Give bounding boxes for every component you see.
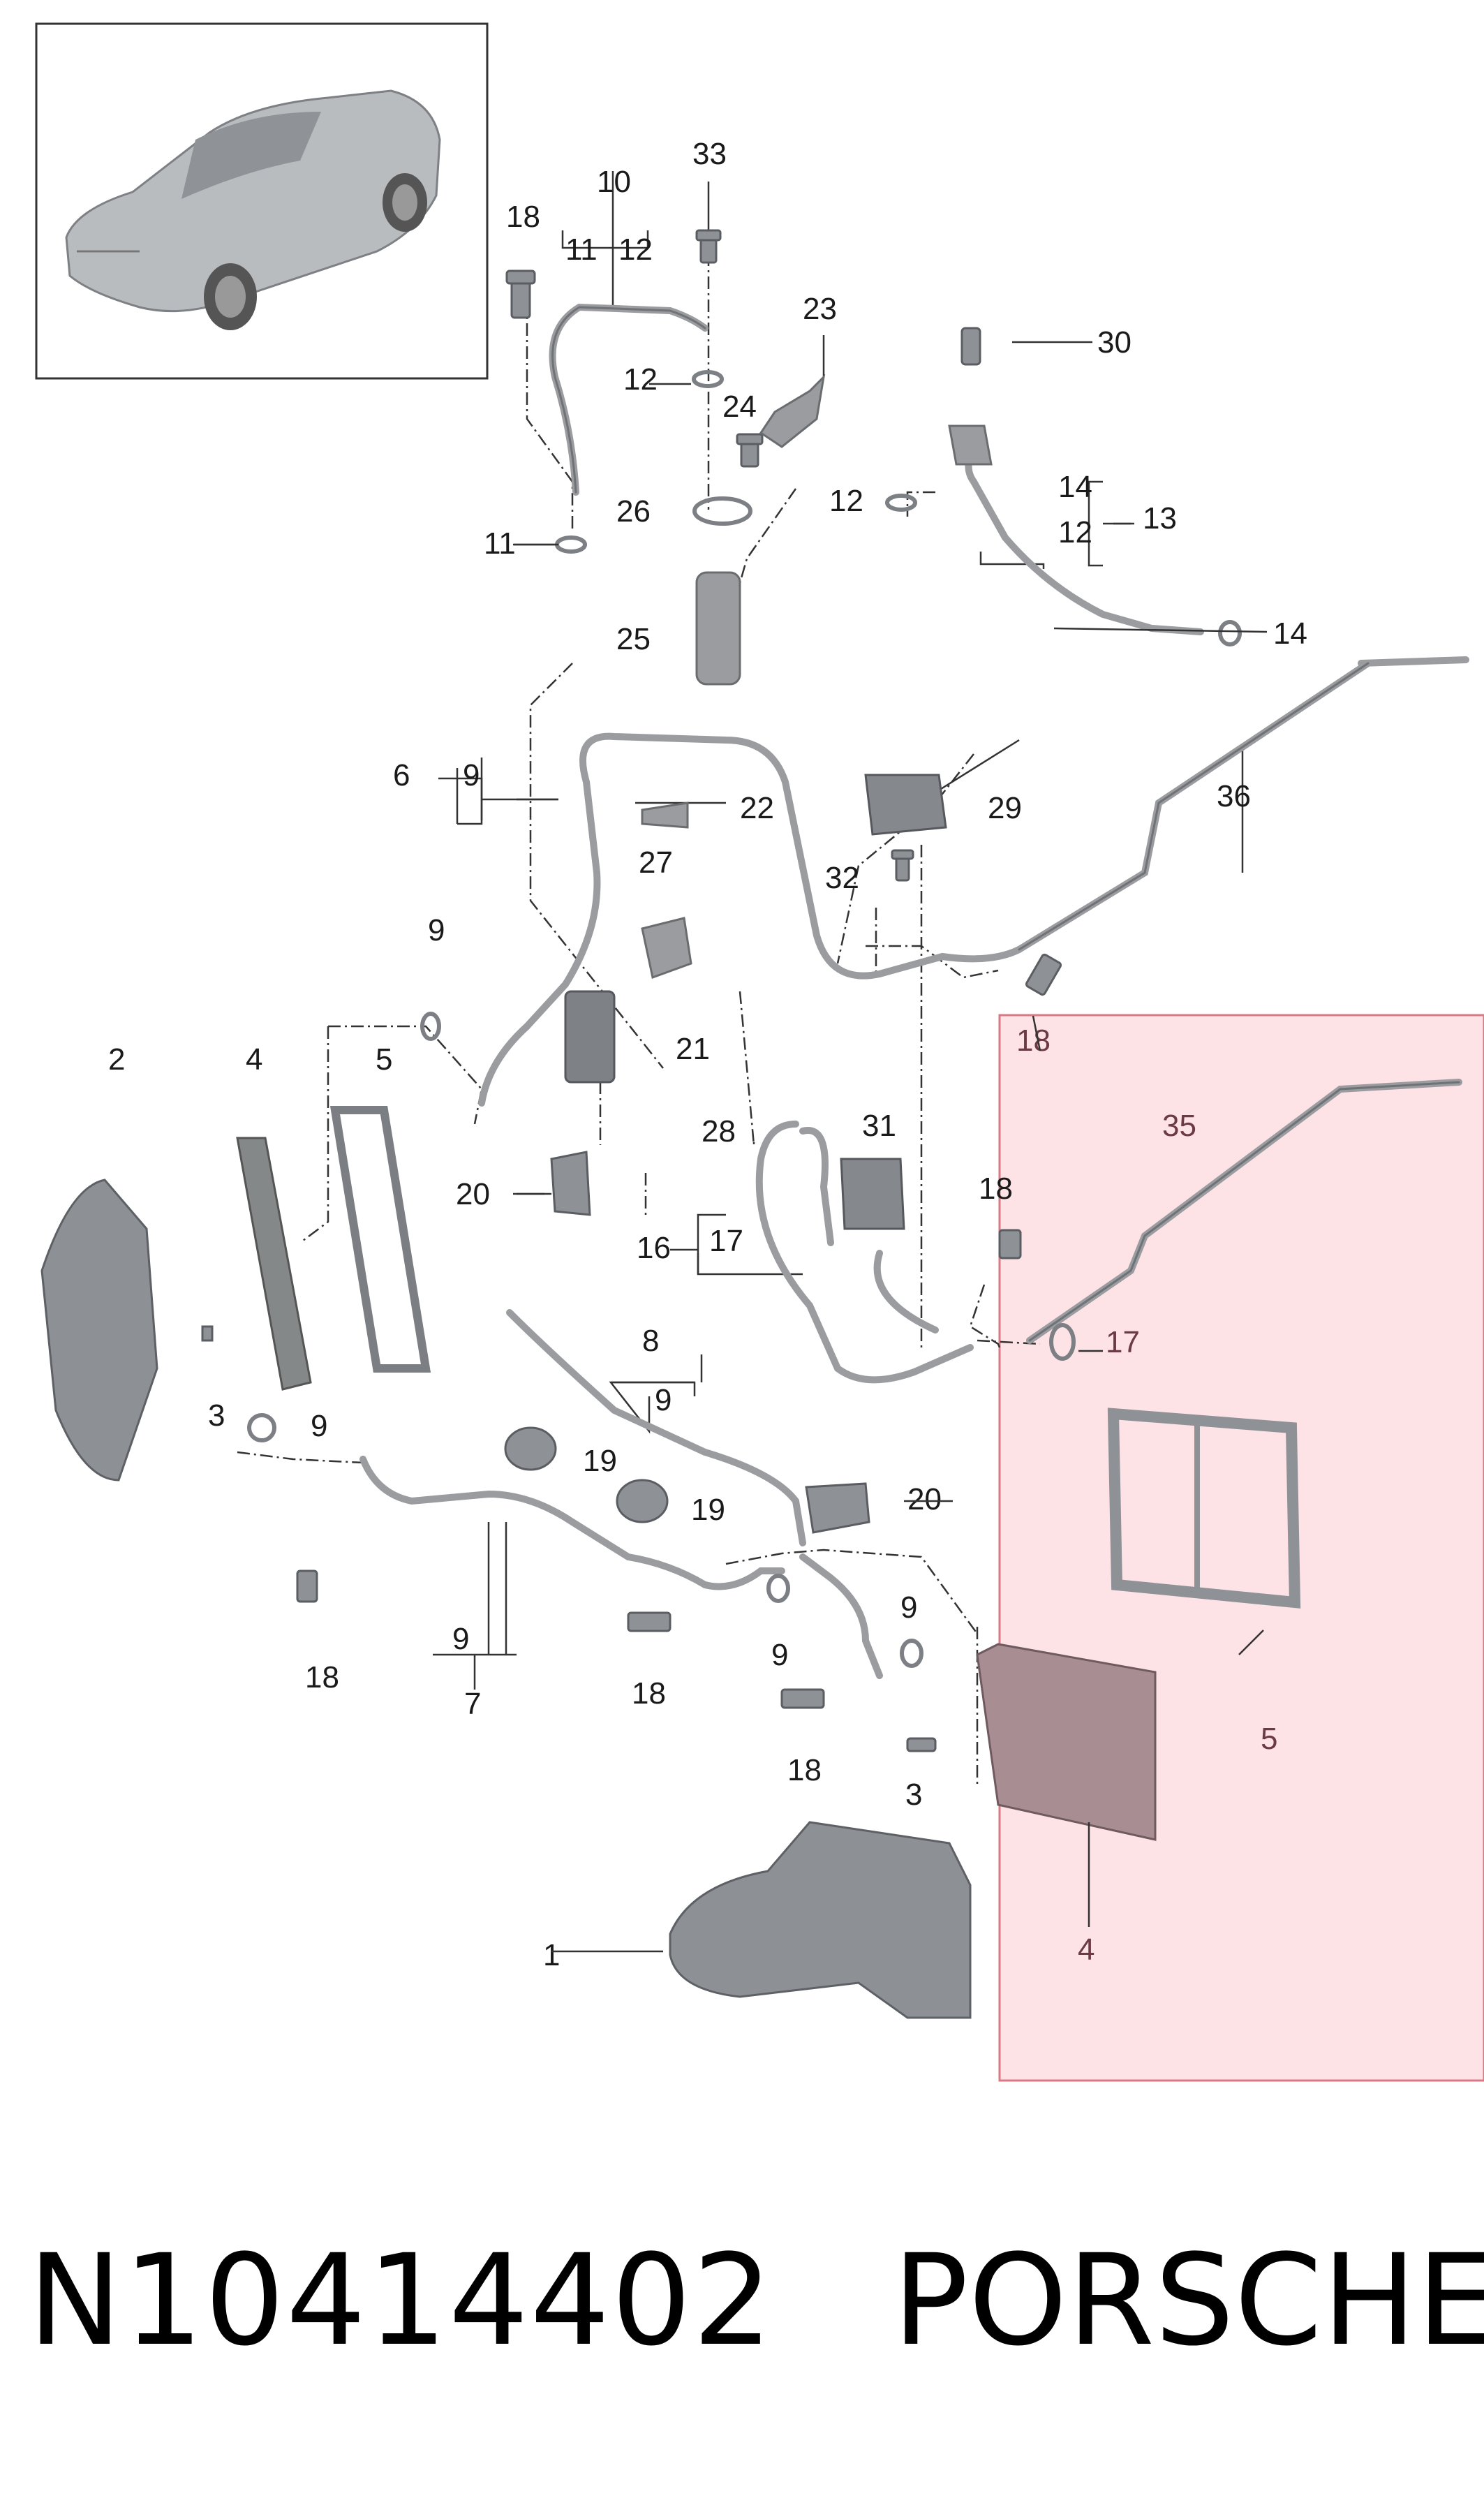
- callout-4: 4: [246, 1042, 262, 1077]
- callout-23: 23: [803, 292, 837, 326]
- callout-31: 31: [862, 1109, 896, 1143]
- callout-20: 20: [907, 1482, 942, 1516]
- callout-13: 13: [1143, 501, 1177, 535]
- callout-8: 8: [642, 1324, 659, 1358]
- callout-6: 6: [393, 758, 410, 792]
- callout-9: 9: [463, 758, 480, 792]
- callout-14: 14: [1058, 470, 1092, 504]
- footer-caption: N10414402 PORSCHE: [28, 2227, 1484, 2374]
- callout-35: 35: [1162, 1109, 1196, 1143]
- callout-9: 9: [452, 1622, 469, 1656]
- callout-18: 18: [305, 1660, 339, 1694]
- callout-18: 18: [506, 200, 540, 234]
- callout-18: 18: [787, 1753, 822, 1787]
- callout-24: 24: [722, 390, 757, 424]
- callout-18: 18: [979, 1172, 1013, 1206]
- callout-2: 2: [108, 1042, 125, 1077]
- callout-26: 26: [616, 494, 651, 529]
- callout-18: 18: [1016, 1024, 1051, 1058]
- parts: [40, 229, 1469, 2019]
- callout-12: 12: [1058, 515, 1092, 549]
- leader-lines: [237, 230, 1041, 1787]
- callout-3: 3: [905, 1778, 922, 1812]
- callout-5: 5: [376, 1042, 392, 1077]
- callout-17: 17: [709, 1224, 743, 1258]
- callout-14: 14: [1273, 616, 1307, 651]
- callout-9: 9: [311, 1409, 327, 1443]
- callout-22: 22: [740, 791, 774, 825]
- callout-11: 11: [565, 232, 598, 267]
- callout-3: 3: [208, 1398, 225, 1433]
- callout-11: 11: [484, 526, 516, 561]
- callout-19: 19: [583, 1444, 617, 1478]
- callout-9: 9: [655, 1383, 671, 1417]
- callout-30: 30: [1097, 325, 1131, 360]
- highlight-region: [998, 1014, 1484, 2082]
- brand-name: PORSCHE: [892, 2227, 1484, 2374]
- callout-12: 12: [623, 362, 658, 397]
- callout-19: 19: [691, 1493, 725, 1527]
- callout-33: 33: [692, 137, 727, 171]
- callout-9: 9: [771, 1638, 788, 1672]
- callout-10: 10: [597, 165, 631, 199]
- callout-16: 16: [637, 1231, 671, 1265]
- callout-28: 28: [702, 1114, 736, 1148]
- callout-9: 9: [900, 1590, 917, 1625]
- callout-17: 17: [1106, 1325, 1140, 1359]
- car-thumbnail: [35, 22, 489, 380]
- callout-25: 25: [616, 622, 651, 656]
- callout-21: 21: [676, 1032, 710, 1066]
- callout-36: 36: [1217, 779, 1251, 813]
- callout-4: 4: [1078, 1933, 1095, 1967]
- callout-12: 12: [618, 232, 653, 267]
- callout-18: 18: [632, 1676, 666, 1711]
- callout-1: 1: [543, 1938, 560, 1972]
- callout-12: 12: [829, 484, 863, 518]
- callout-29: 29: [988, 791, 1022, 825]
- callout-9: 9: [428, 913, 445, 947]
- part-number: N10414402: [28, 2227, 774, 2374]
- callout-32: 32: [825, 861, 859, 895]
- callout-27: 27: [639, 845, 673, 880]
- callout-labels: 1 2 3 3 4 4 5 5 6 7 8 9 9 9 9 9 9 9 10 1…: [108, 137, 1307, 1972]
- callout-brackets: [433, 522, 1268, 1953]
- callout-7: 7: [464, 1687, 481, 1721]
- callout-5: 5: [1261, 1722, 1277, 1756]
- callout-20: 20: [456, 1177, 490, 1211]
